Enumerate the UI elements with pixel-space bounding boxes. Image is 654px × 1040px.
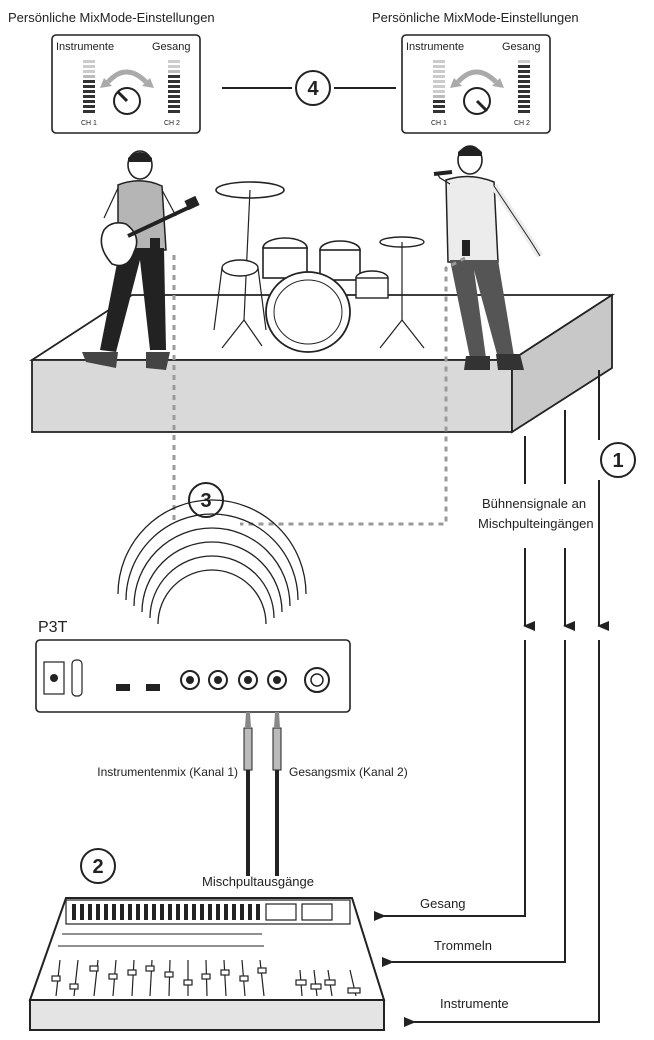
mixmode-left-ch1-label: CH 1 bbox=[81, 120, 97, 127]
mixmode-left-ch1-meter bbox=[83, 60, 95, 113]
mixer-output-drums bbox=[392, 640, 565, 962]
stage-signals-line2: Mischpulteingängen bbox=[478, 516, 594, 531]
switch-2-icon bbox=[146, 684, 160, 691]
step-1-number: 1 bbox=[612, 450, 623, 472]
mixer-display-2 bbox=[302, 904, 332, 920]
mixmode-panel-left: Persönliche MixMode-Einstellungen Instru… bbox=[8, 10, 215, 133]
antenna-connector-icon bbox=[305, 668, 329, 692]
mixmode-panel-right: Persönliche MixMode-Einstellungen Instru… bbox=[372, 10, 579, 133]
mixmode-left-title: Persönliche MixMode-Einstellungen bbox=[8, 10, 215, 25]
transmitter-name: P3T bbox=[38, 619, 68, 636]
singer-bodypack-icon bbox=[462, 240, 470, 256]
mixer-outputs-label: Mischpultausgänge bbox=[202, 874, 314, 889]
cable-ch2 bbox=[273, 712, 281, 876]
mixmode-left-instruments-label: Instrumente bbox=[56, 41, 114, 53]
mixmode-right-ch2-label: CH 2 bbox=[514, 120, 530, 127]
stage-front bbox=[32, 360, 512, 432]
switch-1-icon bbox=[116, 684, 130, 691]
mixmode-right-vocals-label: Gesang bbox=[502, 41, 541, 53]
mixer-output-instruments bbox=[414, 640, 599, 1022]
wireless-signal-icon bbox=[118, 500, 306, 624]
mixmode-left-ch2-label: CH 2 bbox=[164, 120, 180, 127]
mixing-console bbox=[30, 898, 384, 1030]
mixmode-right-ch1-meter bbox=[433, 60, 445, 113]
stage-signals-line1: Bühnensignale an bbox=[482, 496, 586, 511]
guitarist-bodypack-icon bbox=[150, 238, 160, 256]
instrument-mix-label: Instrumentenmix (Kanal 1) bbox=[97, 765, 238, 779]
mixmode-right-ch2-meter bbox=[518, 60, 530, 113]
vocals-input-label: Gesang bbox=[420, 896, 466, 911]
mixmode-right-title: Persönliche MixMode-Einstellungen bbox=[372, 10, 579, 25]
vocal-mix-label: Gesangsmix (Kanal 2) bbox=[289, 765, 408, 779]
drums-input-label: Trommeln bbox=[434, 938, 492, 953]
mixmode-right-ch1-label: CH 1 bbox=[431, 120, 447, 127]
step-2-number: 2 bbox=[92, 856, 103, 878]
mixmode-left-vocals-label: Gesang bbox=[152, 41, 191, 53]
mixmode-right-instruments-label: Instrumente bbox=[406, 41, 464, 53]
step-4-number: 4 bbox=[307, 78, 319, 100]
instruments-input-label: Instrumente bbox=[440, 996, 509, 1011]
mixmode-left-ch2-meter bbox=[168, 60, 180, 113]
power-switch-icon bbox=[72, 660, 82, 696]
p3t-transmitter bbox=[36, 640, 350, 712]
cable-ch1 bbox=[244, 712, 252, 876]
mixer-display-1 bbox=[266, 904, 296, 920]
singer-microphone-icon bbox=[434, 172, 452, 174]
